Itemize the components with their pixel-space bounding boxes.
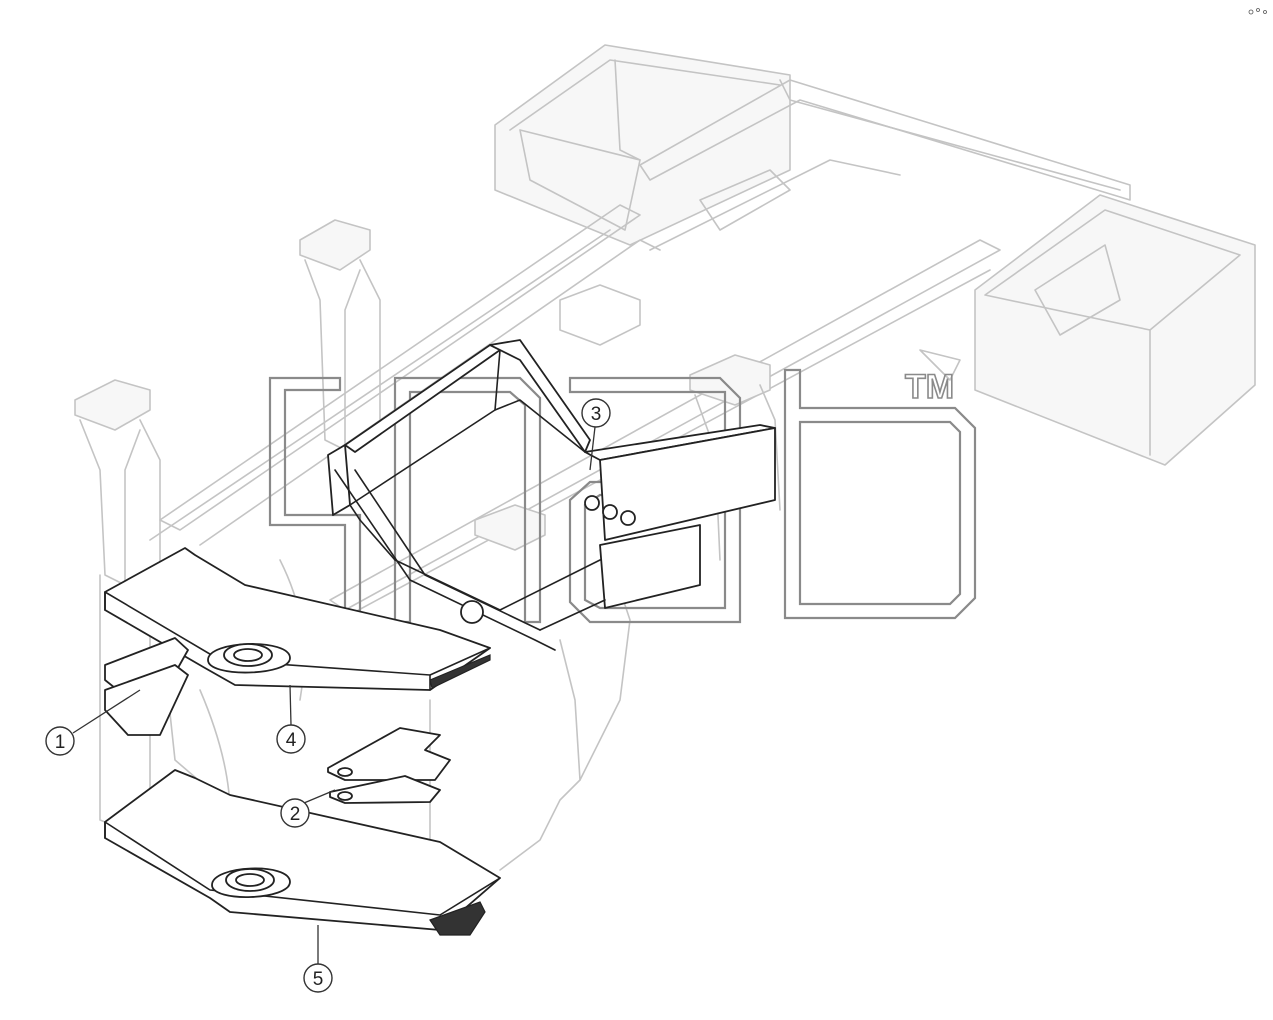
- corner-mark: [1248, 8, 1267, 15]
- part-3-cradle-frame: [327, 339, 776, 651]
- part-4-upper-arm-plate: [104, 547, 491, 691]
- part-1-brackets: [104, 637, 491, 736]
- callout-3-leader: [589, 426, 596, 471]
- callout-2-leader: [303, 789, 336, 804]
- callout-5-circle: [303, 963, 333, 993]
- watermark-letter-a: [568, 376, 742, 624]
- watermark-tm: TM: [905, 368, 954, 406]
- watermark-letter-n: [393, 376, 542, 624]
- callout-1: 1: [45, 689, 141, 756]
- callout-3: 3: [581, 398, 611, 471]
- callout-2-label: 2: [290, 804, 301, 825]
- callout-3-label: 3: [591, 404, 602, 425]
- bolt-hole: [460, 600, 484, 624]
- callout-3-circle: [581, 398, 611, 428]
- ghost-frame: [74, 44, 1256, 911]
- callout-4: 4: [276, 684, 306, 754]
- callout-4-circle: [276, 724, 306, 754]
- part-5-lower-arm-plate: [104, 769, 501, 936]
- callout-1-circle: [45, 726, 75, 756]
- callout-4-label: 4: [286, 730, 297, 751]
- callout-2: 2: [280, 789, 336, 828]
- bolt-hole: [602, 504, 618, 520]
- watermark-letter-b: [783, 368, 977, 620]
- bolt-hole: [620, 510, 636, 526]
- callout-1-leader: [72, 689, 141, 734]
- callout-2-circle: [280, 798, 310, 828]
- part-2-clevis-brackets: [327, 727, 451, 804]
- callout-5-label: 5: [313, 969, 324, 990]
- bolt-hole: [584, 495, 600, 511]
- callout-4-leader: [289, 684, 292, 726]
- callout-1-label: 1: [55, 732, 66, 753]
- callout-5: 5: [303, 925, 333, 993]
